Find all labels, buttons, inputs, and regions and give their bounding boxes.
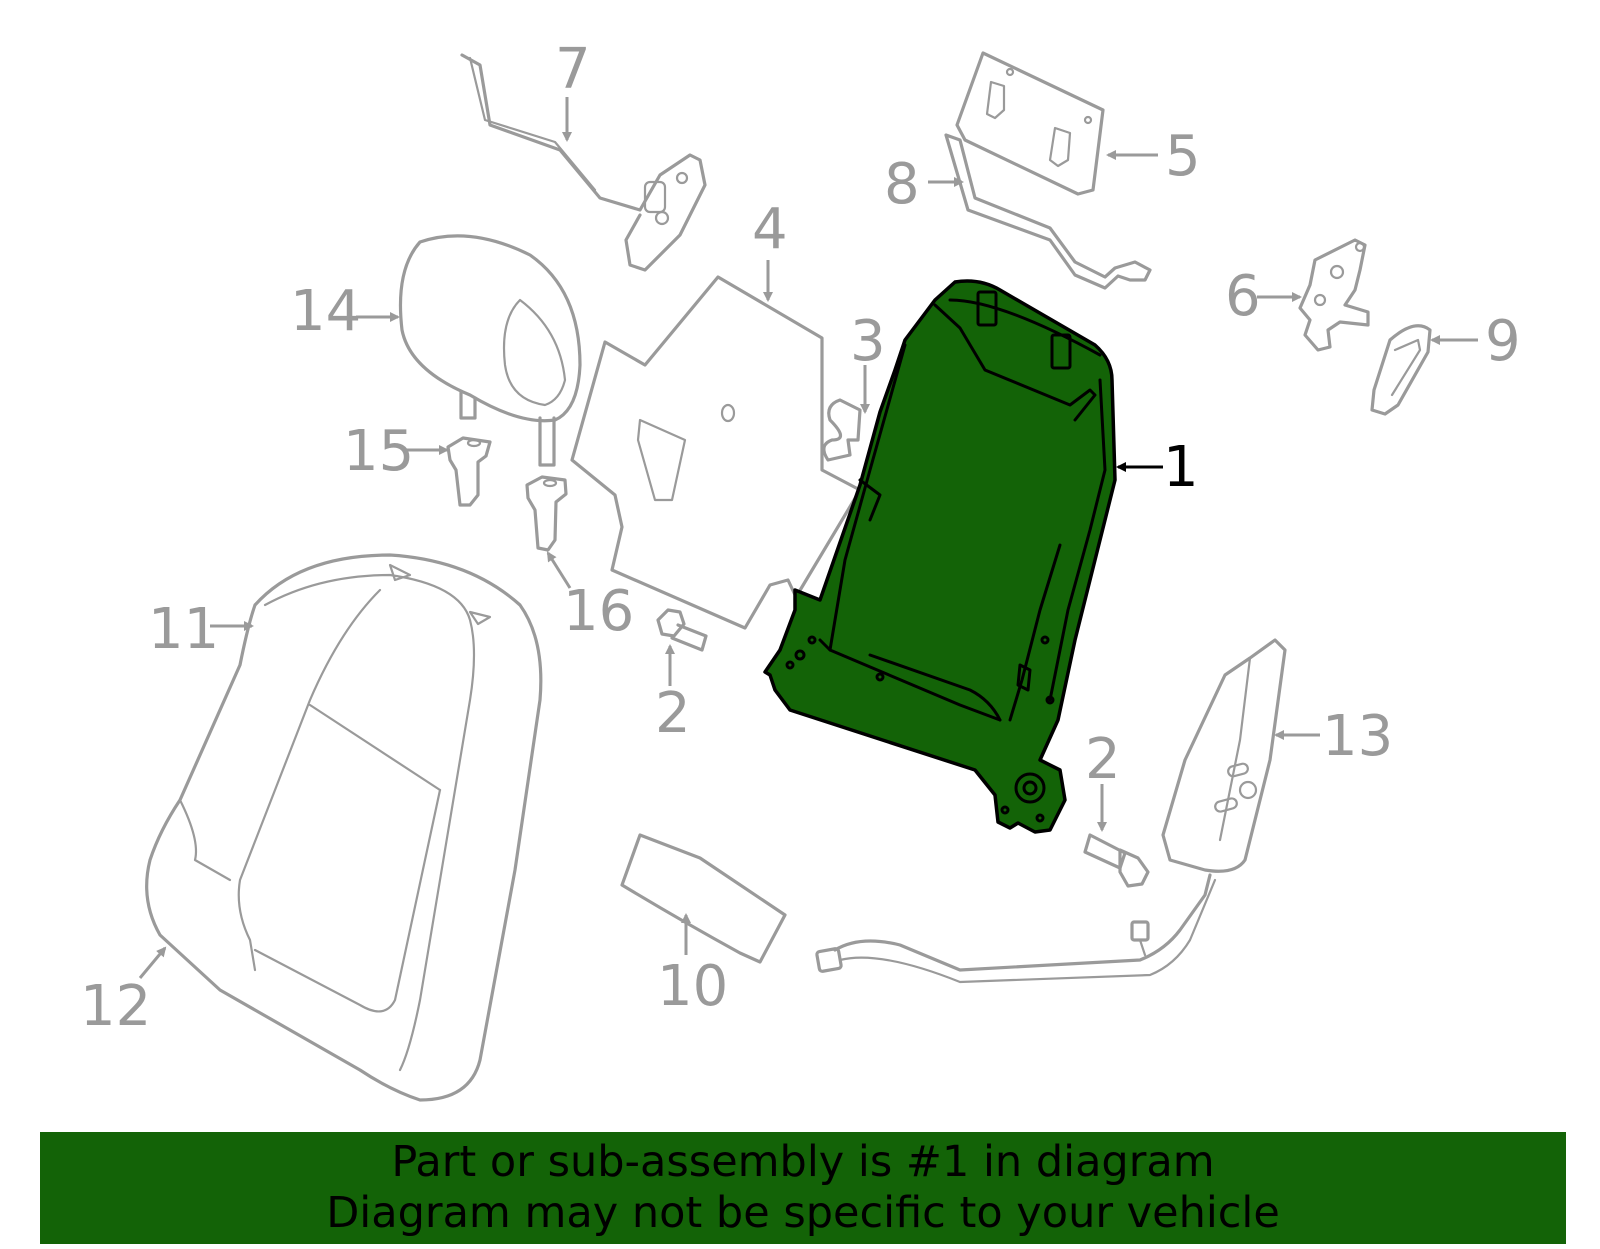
- part-5-back-panel: [955, 51, 1105, 196]
- callout-labels: 7 5 8 4 6 9 3 14 15 1 16 11 2 13 2 10 12: [80, 37, 1521, 1039]
- part-10-trim-strip: [620, 833, 787, 964]
- part-8-wire-rod: [944, 133, 1152, 290]
- callout-7: 7: [555, 37, 591, 102]
- callout-5: 5: [1165, 124, 1201, 189]
- part-6-hinge-bracket: [1298, 238, 1370, 352]
- part-14-headrest: [398, 234, 582, 467]
- wiring-harness: [815, 873, 1217, 984]
- part-2-bolt-b: [1083, 833, 1150, 888]
- callout-3: 3: [850, 309, 886, 374]
- part-3-spring-clip: [822, 398, 862, 462]
- notice-line-1: Part or sub-assembly is #1 in diagram: [391, 1137, 1215, 1187]
- part-9-lever-cover: [1370, 324, 1432, 416]
- notice-line-2: Diagram may not be specific to your vehi…: [326, 1188, 1280, 1238]
- part-11-12-seat-back-cover: [145, 553, 543, 1102]
- part-1-seat-back-frame: [763, 279, 1117, 834]
- part-13-side-cover: [1161, 638, 1287, 873]
- part-2-bolt-a: [656, 608, 708, 652]
- callout-4: 4: [752, 197, 788, 262]
- callout-10: 10: [657, 954, 728, 1019]
- callout-14: 14: [290, 279, 361, 344]
- callout-1: 1: [1163, 435, 1199, 500]
- callout-2a: 2: [655, 681, 691, 746]
- callout-12: 12: [80, 974, 151, 1039]
- callout-16: 16: [563, 579, 634, 644]
- callout-9: 9: [1485, 309, 1521, 374]
- callout-15: 15: [343, 419, 414, 484]
- callout-6: 6: [1225, 264, 1261, 329]
- part-4-back-board: [570, 275, 862, 630]
- notice-banner: Part or sub-assembly is #1 in diagram Di…: [40, 1132, 1566, 1244]
- part-16-headrest-guide: [525, 475, 568, 552]
- callout-2b: 2: [1085, 727, 1121, 792]
- part-7-recliner-rod: [460, 53, 707, 272]
- callout-13: 13: [1322, 704, 1393, 769]
- part-15-headrest-guide: [446, 436, 492, 507]
- callout-11: 11: [148, 597, 219, 662]
- callout-8: 8: [884, 152, 920, 217]
- leader-arrows: [138, 97, 1478, 979]
